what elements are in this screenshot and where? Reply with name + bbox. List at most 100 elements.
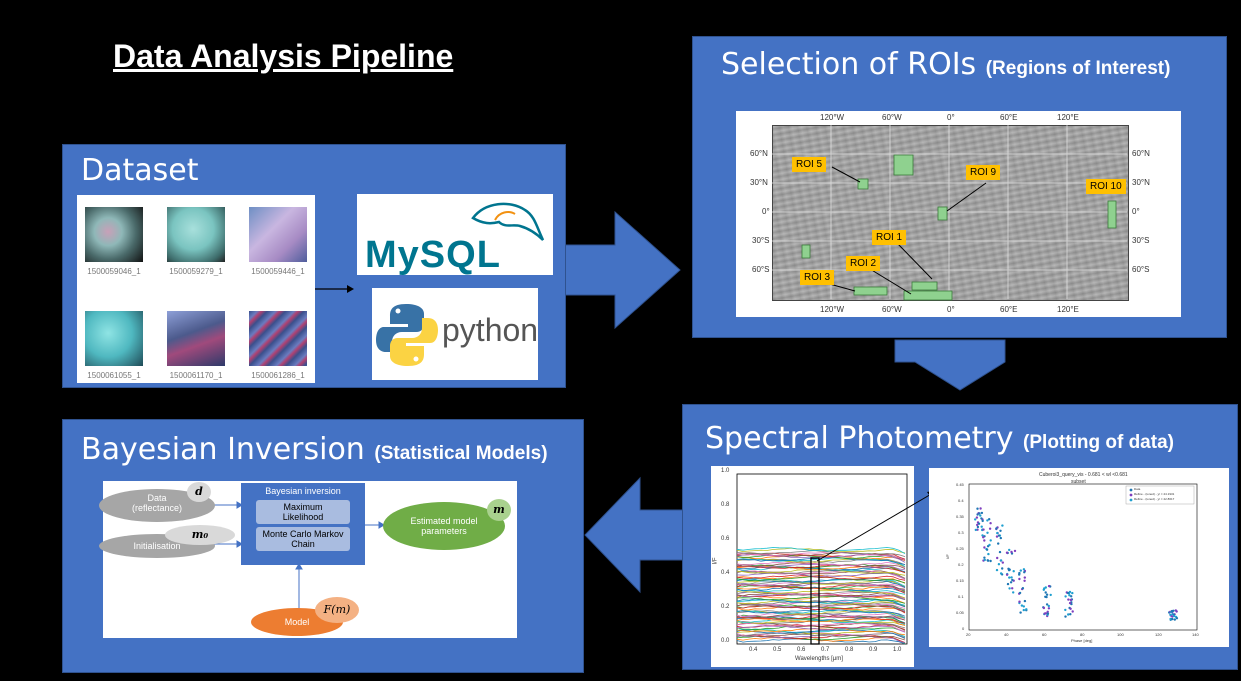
phase-point [1012, 570, 1015, 573]
lat-tick-left: 0° [762, 207, 770, 216]
y-tick: 0.2 [958, 562, 964, 567]
phase-point [988, 518, 991, 521]
y-tick: 0.1 [958, 594, 964, 599]
phase-point [1042, 588, 1045, 591]
init-symbol: m₀ [165, 525, 235, 545]
spectrum-line [736, 550, 906, 557]
thumbnail-grid: 1500059046_1 1500059279_1 1500059446_1 1… [77, 195, 315, 383]
spectrum-line [736, 547, 906, 554]
phase-point [1069, 598, 1073, 602]
phase-point [1047, 584, 1051, 588]
thumbnail-caption: 1500061055_1 [87, 371, 141, 380]
spectrum-line [736, 547, 906, 555]
phase-point [1047, 607, 1051, 610]
roi-box [801, 244, 811, 259]
spectrum-line [736, 638, 906, 645]
phase-plot-title: Cuberoi3_query_vis - 0.681 < wl <0.681 [1039, 472, 1128, 478]
arrow-roi-to-spectral [894, 339, 1006, 391]
phase-point [985, 548, 989, 551]
phase-point [975, 516, 979, 519]
phase-point [1001, 567, 1004, 570]
phase-point [1023, 599, 1027, 603]
lon-tick-bottom: 120°E [1057, 305, 1079, 314]
phase-point [986, 559, 990, 562]
phase-point [1023, 571, 1026, 574]
spectrum-line [736, 564, 906, 573]
lat-tick-right: 60°N [1132, 149, 1150, 158]
dataset-panel: Dataset 1500059046_1 1500059279_1 150005… [62, 144, 566, 388]
x-tick: 0.4 [749, 647, 758, 653]
phase-point [977, 522, 981, 525]
x-tick: 80 [1080, 632, 1085, 637]
thumbnail-image [167, 207, 225, 262]
spectrum-line [736, 595, 906, 604]
estimated-symbol: m [487, 499, 511, 521]
y-tick: 0 [962, 626, 965, 631]
thumbnail-caption: 1500059446_1 [251, 267, 305, 276]
bayes-diagram: Data (reflectance) d Initialisation m₀ B… [99, 481, 517, 638]
model-symbol: F(m) [315, 597, 359, 623]
lat-tick-right: 30°N [1132, 178, 1150, 187]
legend-box [1125, 485, 1195, 505]
phase-plot-area [968, 483, 1198, 631]
phase-point [989, 522, 992, 525]
lon-tick-bottom: 60°E [1000, 305, 1018, 314]
phase-point [1175, 617, 1179, 620]
phase-point [980, 525, 983, 528]
phase-point [979, 514, 982, 517]
phase-point [997, 542, 1000, 545]
phase-point [999, 536, 1002, 540]
python-wordmark: python [442, 312, 539, 348]
spectrum-line [736, 570, 906, 580]
ml-box: Maximum Likelihood [256, 500, 350, 524]
spectrum-line [736, 605, 906, 613]
phase-point [980, 511, 984, 515]
mysql-logo: MySQL [357, 194, 553, 276]
spectral-title-text: Spectral Photometry [705, 421, 1014, 456]
spectra-plot-area [736, 473, 908, 645]
bayes-subtitle: (Statistical Models) [374, 443, 548, 464]
phase-point [1174, 609, 1177, 612]
y-tick: 1.0 [721, 468, 730, 474]
y-tick: 0.3 [958, 530, 964, 535]
phase-point [1019, 611, 1022, 614]
phase-point [1013, 549, 1017, 553]
phase-point [1067, 613, 1070, 616]
spectrum-line [736, 628, 906, 636]
phase-point [982, 528, 985, 531]
phase-point [1069, 613, 1072, 616]
phase-point [999, 572, 1003, 575]
phase-point [1023, 576, 1026, 579]
thumbnail-image [249, 311, 307, 366]
phase-point [983, 556, 986, 559]
x-tick: 0.6 [797, 647, 806, 653]
phase-point [1070, 595, 1073, 598]
spectrum-line [736, 637, 906, 644]
spectrum-line [736, 566, 906, 574]
phase-point [1019, 569, 1022, 572]
y-tick: 0.6 [721, 536, 730, 542]
python-logo: python [372, 288, 538, 380]
map-gridlines [772, 125, 1127, 299]
spectrum-line [736, 581, 906, 588]
dataset-title: Dataset [81, 153, 199, 188]
estimated-node: Estimated model parameters [383, 502, 505, 550]
x-tick: 0.5 [773, 647, 782, 653]
lat-tick-left: 30°N [750, 178, 768, 187]
thumbnail-caption: 1500059279_1 [169, 267, 223, 276]
roi-label: ROI 5 [792, 157, 827, 172]
lat-tick-left: 30°S [752, 236, 770, 245]
lat-tick-right: 60°S [1132, 265, 1150, 274]
roi-markers [801, 154, 1117, 301]
phase-point [979, 507, 982, 510]
lat-tick-right: 30°S [1132, 236, 1150, 245]
x-tick: 1.0 [893, 647, 902, 653]
spectrum-line [736, 600, 906, 608]
spectrum-line [736, 614, 906, 621]
thumbnail-image [85, 311, 143, 366]
phase-point [1044, 591, 1047, 594]
roi-box [1107, 200, 1117, 229]
spectrum-line [736, 612, 906, 619]
phase-point [999, 529, 1002, 532]
phase-point [1011, 587, 1014, 590]
